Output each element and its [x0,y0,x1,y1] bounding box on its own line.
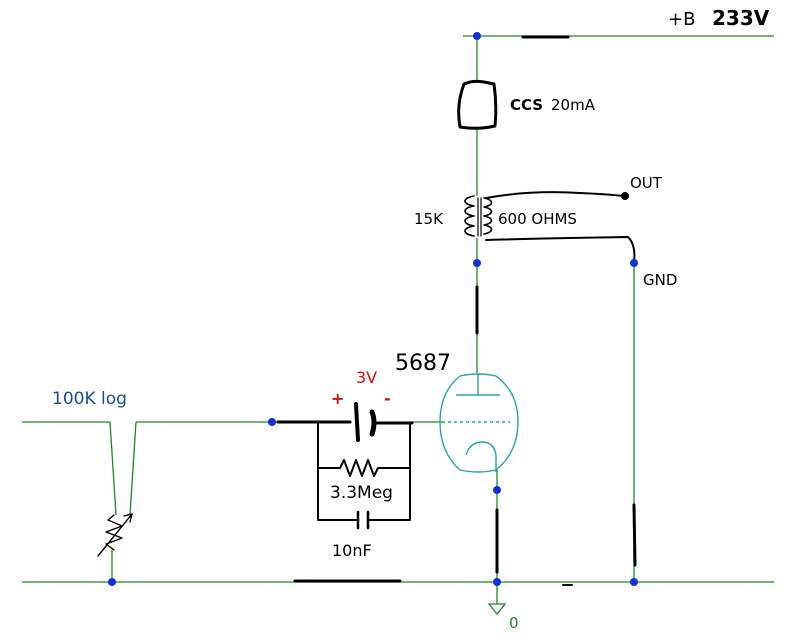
bias-battery [276,402,414,442]
supply-value: 233V [712,6,770,30]
node-cathode-ground [493,578,501,586]
node-plate-top [473,259,481,267]
pot-value-label: 100K log [52,389,127,409]
ground-symbol-label: 0 [509,614,519,632]
bias-voltage-label: 3V [356,368,377,387]
pot-wiper-wire [129,421,137,516]
node-input [268,418,276,426]
gnd-label: GND [643,271,677,289]
capacitor-value-label: 10nF [332,541,372,560]
out-label: OUT [630,174,663,192]
out-terminal [621,192,629,200]
tube-symbol [439,373,519,473]
ccs-symbol [457,79,498,130]
output-transformer [464,191,636,263]
ink-overlays [293,35,637,586]
ccs-value: 20mA [551,96,596,114]
bias-plus-label: + [331,389,344,408]
junction-nodes [108,32,638,586]
node-cathode [493,486,501,494]
node-gnd-out [630,259,638,267]
bias-minus-label: - [384,389,391,408]
volume-pot [97,513,133,557]
gnd-ink-lower [632,503,637,567]
transformer-primary-label: 15K [414,210,444,228]
transformer-secondary-label: 600 OHMS [498,210,577,228]
node-gnd-return [630,578,638,586]
pot-top-wire [109,421,117,516]
bias-bypass-network [317,423,411,530]
tube-part-label: 5687 [395,351,451,376]
supply-prefix: +B [668,9,695,30]
wiring [22,35,774,604]
node-b-plus [473,32,481,40]
resistor-value-label: 3.3Meg [330,483,393,503]
node-pot-ground [108,578,116,586]
ccs-name: CCS [510,96,543,114]
ground-symbol [487,603,507,616]
